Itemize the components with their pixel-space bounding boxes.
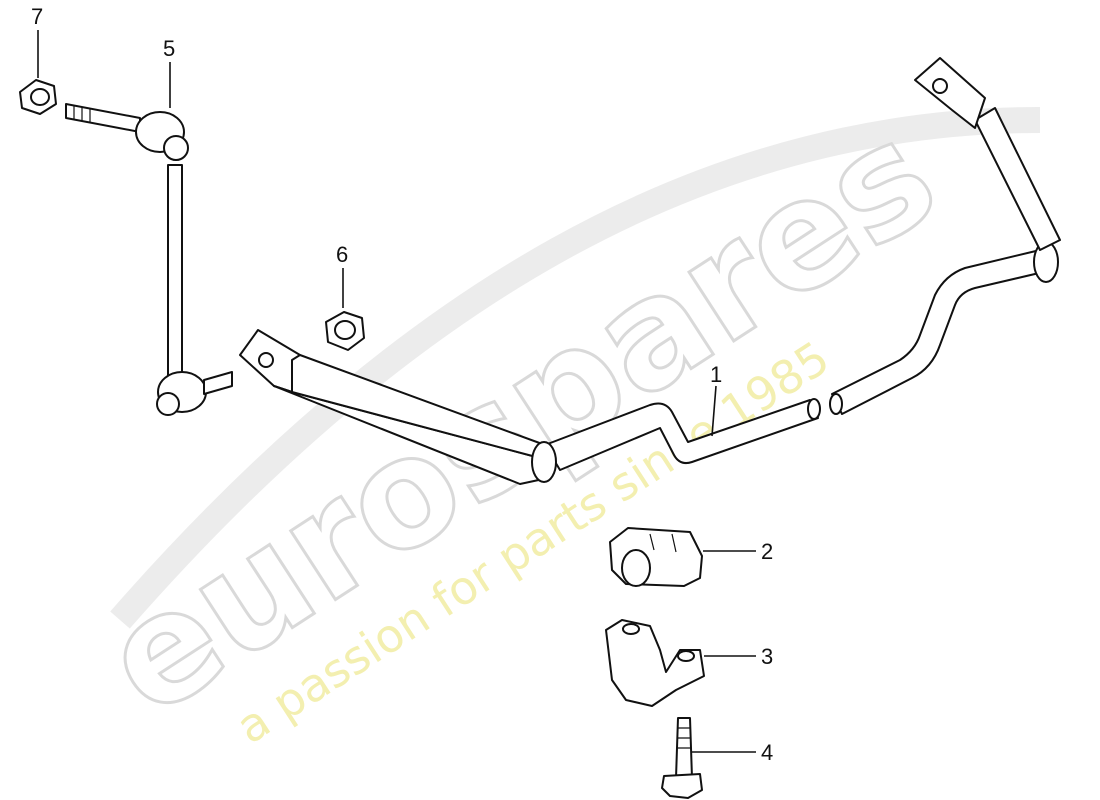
bracket-top-hole bbox=[622, 623, 640, 635]
bolt-head bbox=[661, 773, 703, 799]
nut-7 bbox=[19, 79, 57, 115]
callouts: 1 2 3 4 5 6 7 bbox=[31, 4, 773, 765]
nut-6-hole bbox=[334, 320, 356, 340]
link-bottom-stud bbox=[203, 371, 233, 395]
callout-3: 3 bbox=[761, 644, 773, 669]
bracket-body bbox=[605, 619, 705, 707]
nut-6 bbox=[325, 311, 365, 351]
leader-lines bbox=[37, 30, 756, 753]
bar-left-end-hole bbox=[258, 352, 274, 368]
coupling-link bbox=[65, 103, 233, 416]
bar-right-arm bbox=[974, 107, 1061, 251]
bolt-thread bbox=[678, 727, 690, 749]
bracket-side-hole bbox=[677, 650, 695, 662]
watermark-swoosh bbox=[110, 107, 1041, 629]
bar-bushing-ring-left bbox=[531, 441, 557, 483]
link-rod bbox=[167, 164, 183, 381]
callout-4: 4 bbox=[761, 740, 773, 765]
callout-5: 5 bbox=[163, 36, 175, 61]
callout-6: 6 bbox=[336, 242, 348, 267]
rubber-bushing bbox=[609, 527, 703, 587]
bushing-hole bbox=[621, 549, 651, 587]
link-bottom-joint-cap bbox=[156, 392, 180, 416]
callout-1: 1 bbox=[710, 362, 722, 387]
link-top-thread bbox=[73, 106, 91, 123]
bar-cut-end-right bbox=[829, 393, 843, 415]
bar-right-end-hole bbox=[932, 78, 948, 94]
callout-7: 7 bbox=[31, 4, 43, 29]
leader-1 bbox=[711, 385, 717, 437]
anti-roll-bar bbox=[239, 57, 1061, 485]
watermark: eurospares a passion for parts since 198… bbox=[73, 86, 1041, 754]
bar-cut-end-left bbox=[807, 398, 821, 420]
link-top-stud bbox=[65, 103, 141, 133]
bolt bbox=[661, 717, 703, 799]
bushing-ribs bbox=[649, 533, 677, 553]
callout-2: 2 bbox=[761, 539, 773, 564]
bar-right-end-plate bbox=[914, 57, 986, 129]
watermark-brand: eurospares bbox=[75, 88, 965, 750]
link-top-joint-cap bbox=[163, 135, 189, 161]
nut-7-hole bbox=[30, 88, 50, 106]
bracket-clamp bbox=[605, 619, 705, 707]
